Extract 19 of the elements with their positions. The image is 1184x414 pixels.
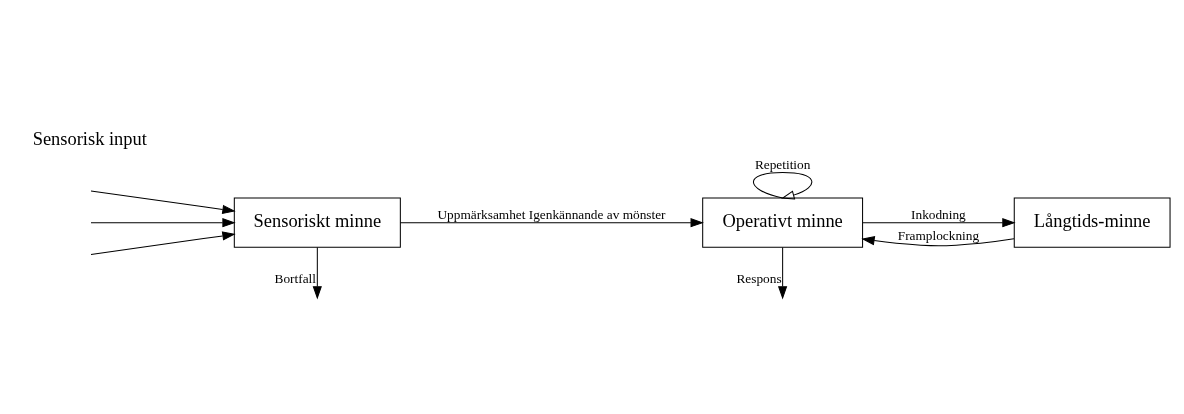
arrow xyxy=(861,235,1015,246)
edge-label: Framplockning xyxy=(897,227,980,242)
edge-label: Bortfall xyxy=(274,270,316,286)
arrow xyxy=(399,217,704,227)
node-box: Operativt minne xyxy=(702,197,864,248)
arrow xyxy=(312,246,322,299)
edge-label: Inkodning xyxy=(911,206,966,222)
edge-label: Uppmärksamhet Igenkännande av mönster xyxy=(437,206,666,222)
edge-label: Repetition xyxy=(754,156,811,172)
node-box: Långtids-minne xyxy=(1013,197,1171,248)
arrow xyxy=(90,217,236,227)
label: Sensorisk input xyxy=(32,128,147,149)
arrow xyxy=(777,246,788,299)
edge-label: Respons xyxy=(736,270,782,286)
arrow xyxy=(90,230,236,255)
arrow xyxy=(752,171,813,200)
node-box: Sensoriskt minne xyxy=(233,197,401,248)
arrow xyxy=(90,189,236,214)
arrow xyxy=(862,217,1016,227)
